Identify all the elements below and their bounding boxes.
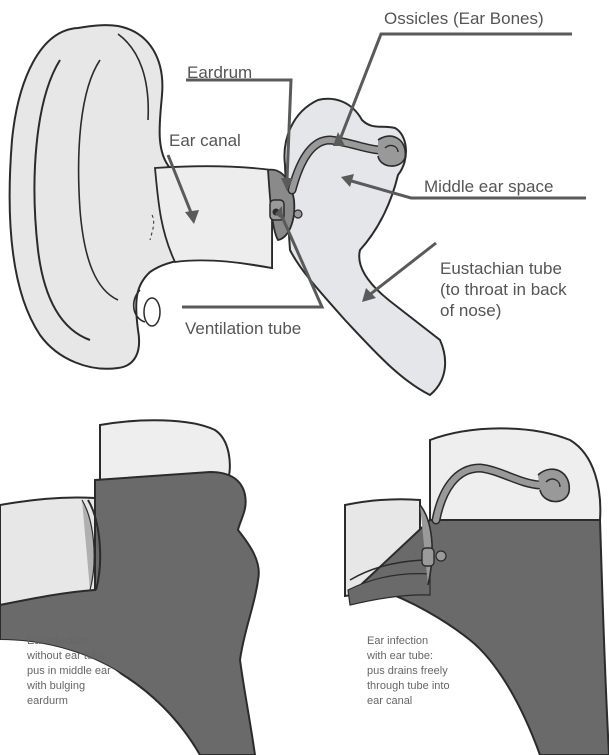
- ear-canal-label: Ear canal: [169, 130, 241, 151]
- eustachian-tube-label-line: of nose): [440, 300, 567, 321]
- caption-line: pus drains freely: [367, 664, 450, 679]
- caption-line: without ear tube:: [27, 649, 111, 664]
- ventilation-tube-label: Ventilation tube: [185, 318, 301, 339]
- caption-line: Ear infection: [367, 634, 450, 649]
- eustachian-tube-label: Eustachian tube (to throat in back of no…: [440, 258, 567, 321]
- eustachian-tube-label-line: (to throat in back: [440, 279, 567, 300]
- caption-line: ear canal: [367, 694, 450, 709]
- middle-ear-space-label: Middle ear space: [424, 176, 553, 197]
- caption-line: with bulging: [27, 679, 111, 694]
- eustachian-tube-label-line: Eustachian tube: [440, 258, 567, 279]
- eardrum-label: Eardrum: [187, 62, 252, 83]
- caption-with-tube: Ear infection with ear tube: pus drains …: [367, 634, 450, 709]
- caption-line: pus in middle ear: [27, 664, 111, 679]
- caption-line: eardurm: [27, 694, 111, 709]
- ossicles-label: Ossicles (Ear Bones): [384, 8, 544, 29]
- caption-without-tube: Ear infection without ear tube: pus in m…: [27, 634, 111, 709]
- caption-line: through tube into: [367, 679, 450, 694]
- caption-line: with ear tube:: [367, 649, 450, 664]
- eustachian-leader-line: [368, 243, 436, 296]
- caption-line: Ear infection: [27, 634, 111, 649]
